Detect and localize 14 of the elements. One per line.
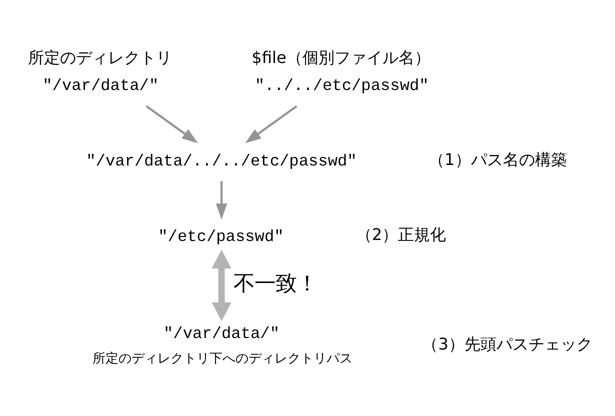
label: （3）先頭パスチェック — [422, 334, 592, 354]
node-label: 所定のディレクトリ下へのディレクトリパス — [92, 351, 353, 366]
arrow — [212, 250, 232, 322]
arrow — [216, 181, 228, 220]
edge-label: 不一致！ — [233, 272, 318, 297]
node-text: 所定のディレクトリ "/var/data/" — [28, 48, 172, 95]
arrow — [146, 105, 198, 144]
label: （1）パス名の構築 — [428, 150, 567, 170]
node-text: "/var/data/" — [164, 325, 280, 344]
node-text: $file（個別ファイル名） "../../etc/passwd" — [252, 48, 430, 95]
arrow — [245, 105, 298, 144]
label: （2）正規化 — [356, 225, 446, 244]
node-text: "/etc/passwd" — [158, 228, 284, 246]
node-text: "/var/data/../../etc/passwd" — [86, 152, 357, 171]
